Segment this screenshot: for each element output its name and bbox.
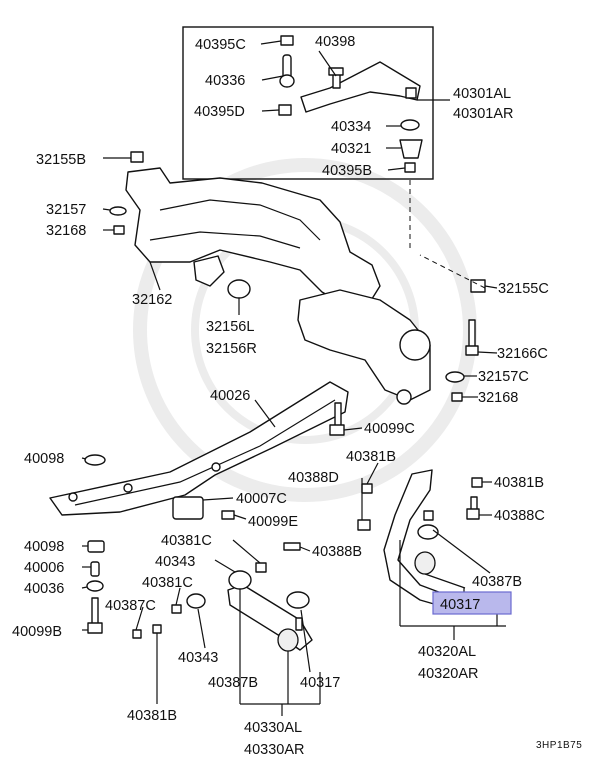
label-40388B[interactable]: 40388B bbox=[312, 544, 362, 560]
lower-arm bbox=[383, 469, 461, 611]
label-40330AR[interactable]: 40330AR bbox=[244, 742, 304, 758]
label-40398[interactable]: 40398 bbox=[315, 34, 355, 50]
label-40388C[interactable]: 40388C bbox=[494, 508, 545, 524]
label-40387B-right[interactable]: 40387B bbox=[472, 574, 522, 590]
upper-arm-parts bbox=[278, 35, 423, 173]
diagram-code: 3HP1B75 bbox=[536, 740, 582, 751]
crossmember bbox=[125, 167, 431, 405]
label-32156R[interactable]: 32156R bbox=[206, 341, 257, 357]
label-40395C[interactable]: 40395C bbox=[195, 37, 246, 53]
label-40343-b[interactable]: 40343 bbox=[178, 650, 218, 666]
label-40387C[interactable]: 40387C bbox=[105, 598, 156, 614]
parts-illustration bbox=[49, 35, 486, 652]
label-40381B-top[interactable]: 40381B bbox=[346, 449, 396, 465]
label-32166C[interactable]: 32166C bbox=[497, 346, 548, 362]
label-40334[interactable]: 40334 bbox=[331, 119, 371, 135]
label-40099C[interactable]: 40099C bbox=[364, 421, 415, 437]
label-40320AL[interactable]: 40320AL bbox=[418, 644, 476, 660]
label-32157[interactable]: 32157 bbox=[46, 202, 86, 218]
support-bar bbox=[49, 381, 349, 516]
label-40301AL[interactable]: 40301AL bbox=[453, 86, 511, 102]
label-40330AL[interactable]: 40330AL bbox=[244, 720, 302, 736]
label-40006[interactable]: 40006 bbox=[24, 560, 64, 576]
label-40317[interactable]: 40317 bbox=[300, 675, 340, 691]
highlight-40317[interactable] bbox=[432, 591, 512, 615]
label-32168-right[interactable]: 32168 bbox=[478, 390, 518, 406]
label-32168-left[interactable]: 32168 bbox=[46, 223, 86, 239]
label-40388D[interactable]: 40388D bbox=[288, 470, 339, 486]
label-40007C[interactable]: 40007C bbox=[236, 491, 287, 507]
label-40381C-a[interactable]: 40381C bbox=[161, 533, 212, 549]
leader-lines bbox=[81, 40, 506, 716]
label-40381B-right[interactable]: 40381B bbox=[494, 475, 544, 491]
label-40099E[interactable]: 40099E bbox=[248, 514, 298, 530]
label-40395B[interactable]: 40395B bbox=[322, 163, 372, 179]
label-40301AR[interactable]: 40301AR bbox=[453, 106, 513, 122]
label-40321[interactable]: 40321 bbox=[331, 141, 371, 157]
label-40336[interactable]: 40336 bbox=[205, 73, 245, 89]
label-32157C[interactable]: 32157C bbox=[478, 369, 529, 385]
label-40320AR[interactable]: 40320AR bbox=[418, 666, 478, 682]
label-32155C[interactable]: 32155C bbox=[498, 281, 549, 297]
label-40381C-b[interactable]: 40381C bbox=[142, 575, 193, 591]
label-40026[interactable]: 40026 bbox=[210, 388, 250, 404]
label-40098-a[interactable]: 40098 bbox=[24, 451, 64, 467]
upper-arm-inset-box bbox=[182, 26, 434, 180]
label-40395D[interactable]: 40395D bbox=[194, 104, 245, 120]
label-32162[interactable]: 32162 bbox=[132, 292, 172, 308]
label-32155B[interactable]: 32155B bbox=[36, 152, 86, 168]
label-40387B-bottom[interactable]: 40387B bbox=[208, 675, 258, 691]
label-40099B[interactable]: 40099B bbox=[12, 624, 62, 640]
label-40098-b[interactable]: 40098 bbox=[24, 539, 64, 555]
callout-labels: 40395C 40398 40336 40395D 40334 40321 40… bbox=[12, 34, 582, 758]
label-32156L[interactable]: 32156L bbox=[206, 319, 254, 335]
label-40036[interactable]: 40036 bbox=[24, 581, 64, 597]
label-40343-a[interactable]: 40343 bbox=[155, 554, 195, 570]
label-40381B-bottom[interactable]: 40381B bbox=[127, 708, 177, 724]
label-40317-highlighted[interactable]: 40317 bbox=[440, 597, 480, 613]
